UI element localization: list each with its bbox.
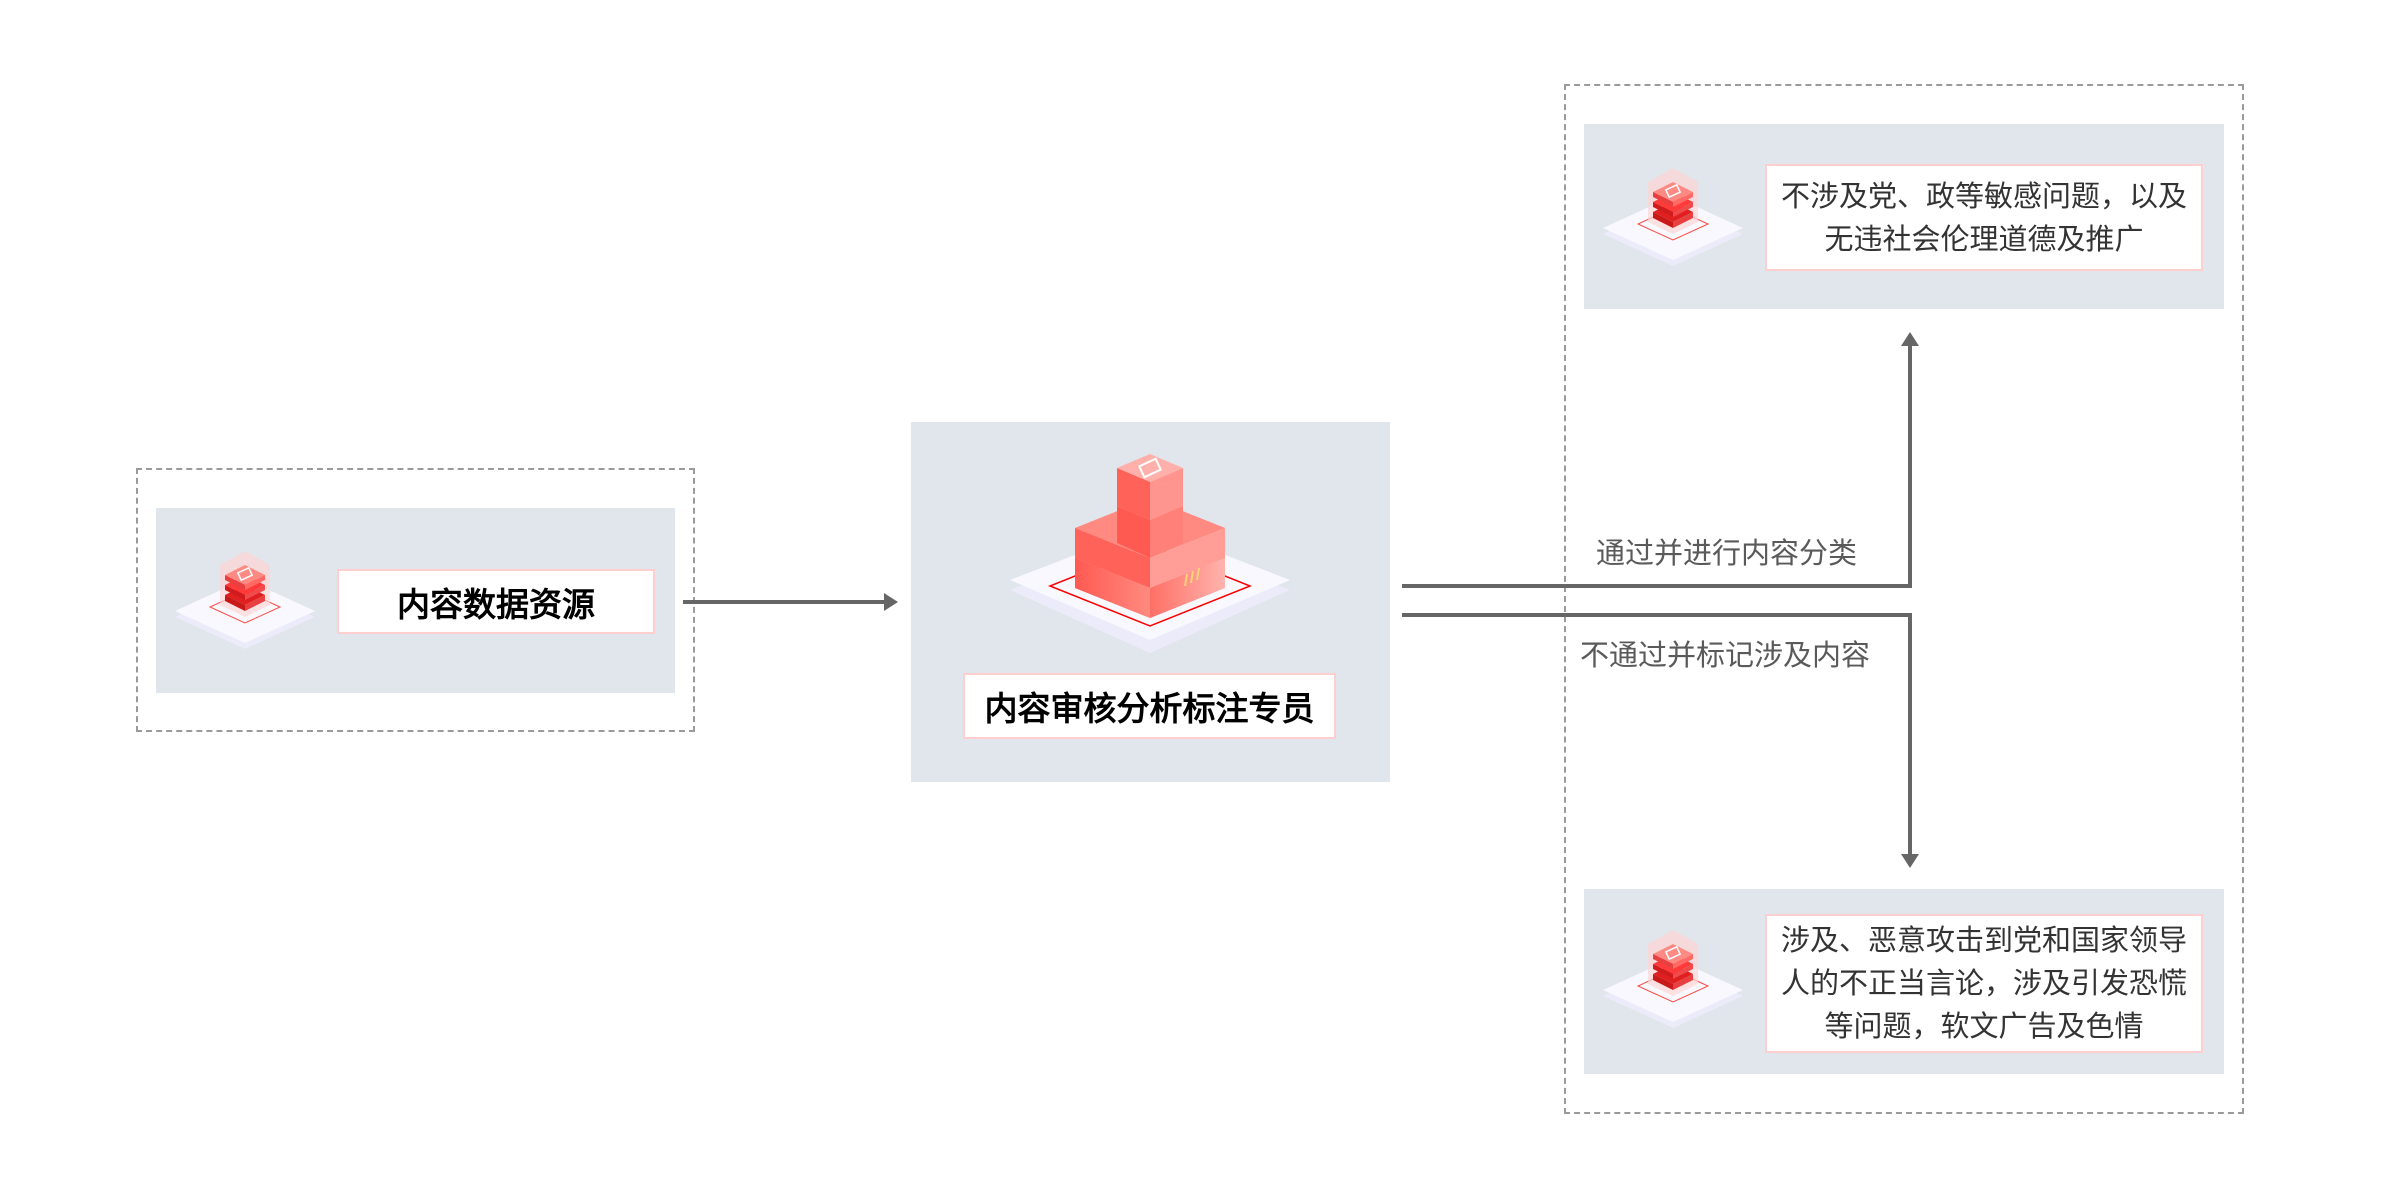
arrow-line [683,600,888,604]
data-stack-icon [170,545,320,655]
reviewer-label: 内容审核分析标注专员 [963,673,1336,739]
source-label: 内容数据资源 [337,569,655,634]
server-building-icon [1005,448,1295,658]
fail-description: 涉及、恶意攻击到党和国家领导人的不正当言论，涉及引发恐慌等问题，软文广告及色情 [1765,914,2203,1053]
arrow-head-icon [884,593,898,611]
pass-flow-line-vertical [1908,344,1912,588]
pass-flow-label: 通过并进行内容分类 [1596,536,1858,570]
fail-flow-line [1402,613,1912,617]
fail-flow-line-vertical [1908,613,1912,855]
outcomes-group [1564,84,2244,1114]
fail-flow-label: 不通过并标记涉及内容 [1580,638,1871,672]
data-stack-icon [1598,162,1748,272]
pass-description: 不涉及党、政等敏感问题，以及无违社会伦理道德及推广 [1765,164,2203,271]
arrow-up-icon [1901,332,1919,346]
arrow-down-icon [1901,854,1919,868]
data-stack-icon [1598,924,1748,1034]
pass-flow-line [1402,584,1912,588]
